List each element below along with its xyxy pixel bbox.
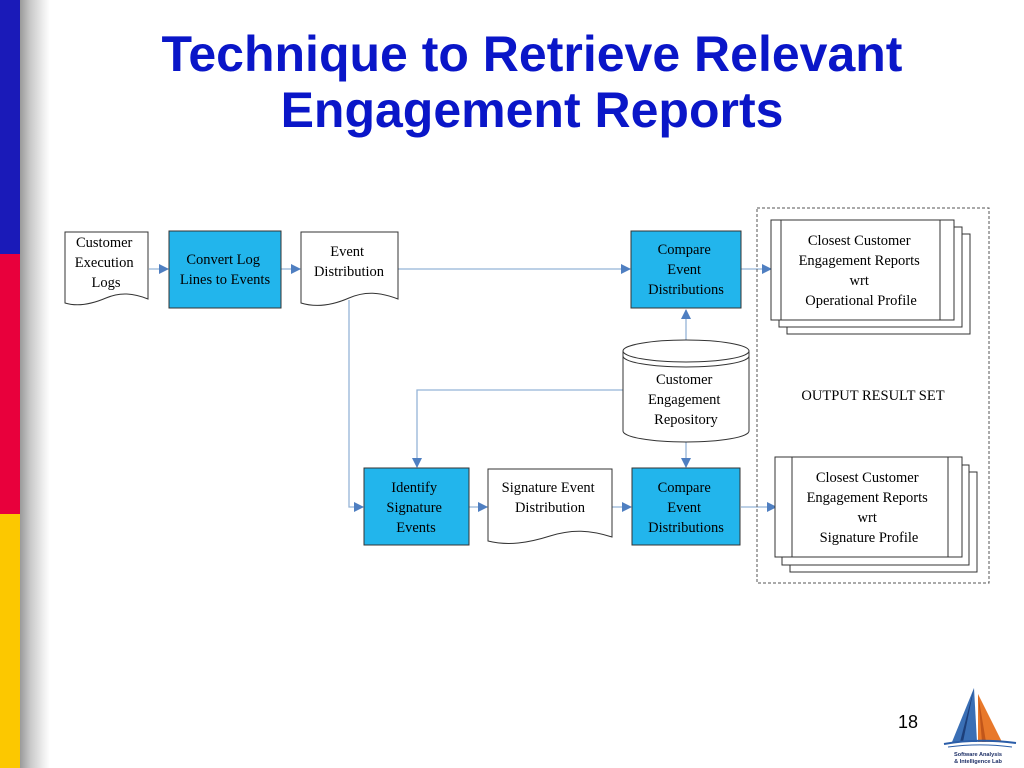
signature-event-distribution-node: Signature Event Distribution [487,468,613,544]
arrow-repository-to-identify [412,389,623,468]
svg-text:Customer Engagement: Customer Engagement Repository [648,372,724,428]
compare-top-line1: Compare [658,242,711,258]
identify-signature-events-node: Identify Signature Events [363,467,470,546]
result-bottom-line2: Engagement Reports [807,490,929,506]
customer-engagement-repository-node: Customer Engagement Repository [622,339,750,443]
compare-top-node: Compare Event Distributions [630,230,742,309]
connectors [149,264,777,512]
identify-line1: Identify [391,480,438,496]
svg-text:Customer Execution: Customer Execution Logs [75,235,137,291]
compare-bottom-line1: Compare [658,480,711,496]
result-top-line3: wrt [850,273,869,289]
result-bottom-line4: Signature Profile [820,530,919,546]
event-distribution-node: Event Distribution [300,231,399,306]
svg-text:Compare Event Dist: Compare Event Distributions [648,480,724,536]
repository-line3: Repository [654,412,718,428]
compare-bottom-line2: Event [667,500,701,516]
repository-line1: Customer [656,372,713,388]
result-top-line2: Engagement Reports [799,253,921,269]
svg-text:Signature Event Distribu: Signature Event Distribution [502,480,599,516]
slide-title-line1: Technique to Retrieve Relevant [161,26,903,82]
output-result-set-label: OUTPUT RESULT SET [801,388,944,404]
event-distribution-line2: Distribution [314,264,385,280]
result-top-node: Closest Customer Engagement Reports wrt … [770,219,971,335]
event-distribution-line1: Event [330,244,364,260]
customer-execution-logs-node: Customer Execution Logs [64,231,149,306]
stripe-yellow [0,514,20,768]
repository-line2: Engagement [648,392,720,408]
compare-bottom-line3: Distributions [648,520,724,536]
result-top-line1: Closest Customer [808,233,911,249]
stripe-shadow [20,0,50,768]
convert-line1: Convert Log [186,252,260,268]
result-bottom-line1: Closest Customer [816,470,919,486]
svg-text:Identify Signature: Identify Signature Events [386,480,445,536]
compare-top-line2: Event [667,262,701,278]
stripe-blue [0,0,20,254]
logo-line1: Software Analysis [954,752,1002,758]
customer-logs-line1: Customer [76,235,133,251]
page-number: 18 [898,712,919,732]
signature-line1: Signature Event [502,480,595,496]
logo-line2: & Intelligence Lab [954,759,1002,765]
result-bottom-line3: wrt [858,510,877,526]
output-result-set-region [756,207,990,584]
slide-title-line2: Engagement Reports [280,82,784,138]
identify-line3: Events [396,520,436,536]
svg-text:Compare Event Dist: Compare Event Distributions [648,242,724,298]
identify-line2: Signature [386,500,442,516]
customer-logs-line3: Logs [92,275,121,291]
svg-text:Convert Log Lines to Eve: Convert Log Lines to Events [180,252,271,288]
compare-top-line3: Distributions [648,282,724,298]
result-bottom-node: Closest Customer Engagement Reports wrt … [774,456,978,573]
svg-text:Closest Customer Engagem: Closest Customer Engagement Reports wrt … [799,233,924,309]
result-top-line4: Operational Profile [805,293,917,309]
arrow-distribution-to-identify [348,300,364,512]
customer-logs-line2: Execution [75,255,135,271]
sailboat-logo-icon: Software Analysis & Intelligence Lab [943,688,1017,765]
svg-text:Event Distribution: Event Distribution [314,244,385,280]
compare-bottom-node: Compare Event Distributions [631,467,741,546]
signature-line2: Distribution [515,500,586,516]
svg-text:Closest Customer Engagem: Closest Customer Engagement Reports wrt … [807,470,932,546]
convert-line2: Lines to Events [180,272,271,288]
slide-title: Technique to Retrieve Relevant Engagemen… [40,26,1024,138]
stripe-red [0,254,20,514]
convert-log-lines-node: Convert Log Lines to Events [168,230,282,309]
